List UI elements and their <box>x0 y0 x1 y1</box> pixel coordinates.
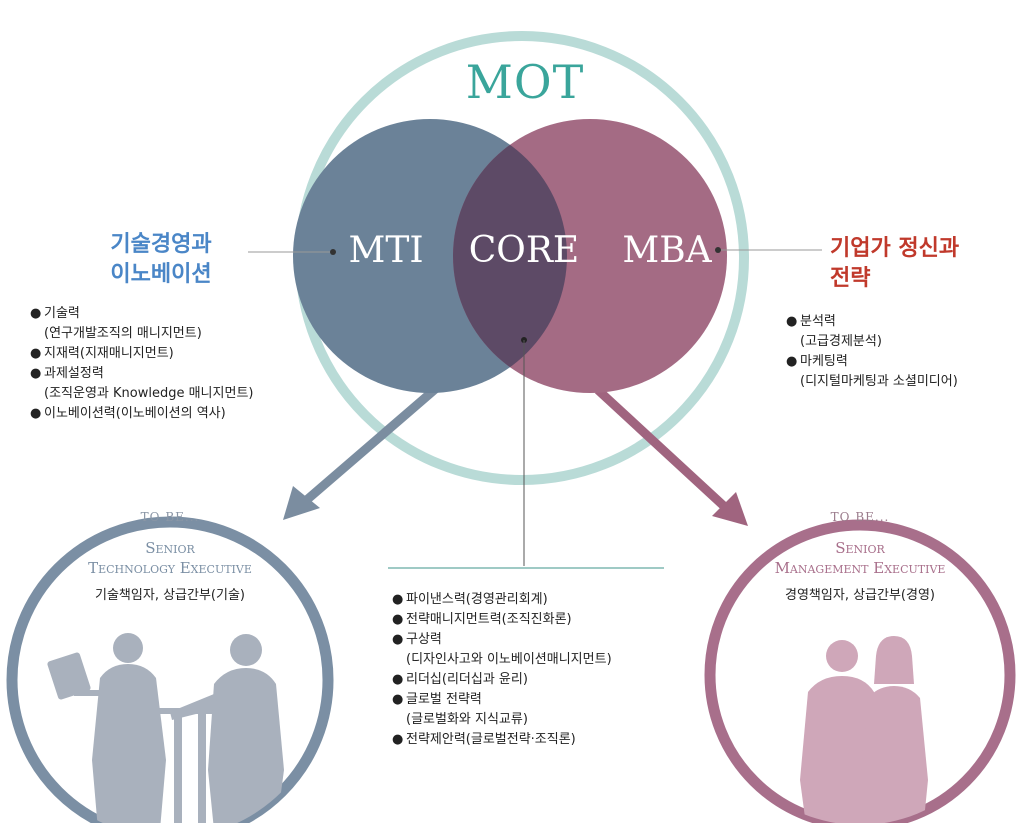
left-skill-list: ●기술력 (연구개발조직의 매니지먼트) ●지재력(지재매니지먼트) ●과제설정… <box>30 304 253 424</box>
mti-connector-dot <box>330 249 336 255</box>
right-heading: 기업가 정신과 전략 <box>830 234 1020 294</box>
left-role-line1: Senior <box>145 539 195 557</box>
list-item: ●기술력 <box>30 306 80 321</box>
mti-label: MTI <box>348 230 424 271</box>
list-item: ●파이낸스력(경영관리회계) <box>392 592 548 607</box>
mba-connector-dot <box>715 247 721 253</box>
mba-label: MBA <box>622 230 712 271</box>
list-item: ●글로벌 전략력 <box>392 692 482 707</box>
left-tobe: TO BE... <box>140 510 200 524</box>
list-item-sub: (글로벌화와 지식교류) <box>406 712 528 727</box>
technology-executive-text: TO BE... Senior Technology Executive 기술책… <box>50 510 290 603</box>
management-silhouette-figures <box>800 636 928 823</box>
arrow-to-management-executive <box>594 386 748 526</box>
left-heading-line1: 기술경영과 <box>110 232 212 257</box>
list-item: ●구상력 <box>392 632 442 647</box>
core-skill-list: ●파이낸스력(경영관리회계) ●전략매니지먼트력(조직진화론) ●구상력 (디자… <box>392 590 612 750</box>
list-item-sub: (고급경제분석) <box>800 334 882 349</box>
left-heading: 기술경영과 이노베이션 <box>86 230 236 290</box>
core-overlap <box>453 119 567 393</box>
right-heading-line1: 기업가 정신과 <box>830 236 960 261</box>
list-item: ●과제설정력 <box>30 366 104 381</box>
left-heading-line2: 이노베이션 <box>110 262 212 287</box>
list-item: ●전략제안력(글로벌전략·조직론) <box>392 732 576 747</box>
list-item: ●전략매니지먼트력(조직진화론) <box>392 612 572 627</box>
right-skill-list: ●분석력 (고급경제분석) ●마케팅력 (디지털마케팅과 소셜미디어) <box>786 312 958 392</box>
list-item: ●마케팅력 <box>786 354 848 369</box>
management-executive-ring <box>704 519 1016 823</box>
left-role-line2: Technology Executive <box>88 559 252 577</box>
right-heading-line2: 전략 <box>830 266 871 291</box>
mot-title: MOT <box>465 55 585 109</box>
technology-silhouette-figures <box>47 633 284 823</box>
right-role-line1: Senior <box>835 539 885 557</box>
core-label: CORE <box>468 230 580 271</box>
list-item-sub: (디자인사고와 이노베이션매니지먼트) <box>406 652 612 667</box>
management-executive-text: TO BE... Senior Management Executive 경영책… <box>738 510 982 603</box>
list-item-sub: (디지털마케팅과 소셜미디어) <box>800 374 958 389</box>
list-item: ●지재력(지재매니지먼트) <box>30 346 174 361</box>
left-role-korean: 기술책임자, 상급간부(기술) <box>95 588 245 603</box>
list-item: ●이노베이션력(이노베이션의 역사) <box>30 406 226 421</box>
list-item: ●리더십(리더십과 윤리) <box>392 672 528 687</box>
right-role-korean: 경영책임자, 상급간부(경영) <box>785 588 935 603</box>
right-role-line2: Management Executive <box>774 559 946 577</box>
right-tobe: TO BE... <box>830 510 890 524</box>
list-item: ●분석력 <box>786 314 836 329</box>
arrow-to-technology-executive <box>283 381 443 520</box>
list-item-sub: (조직운영과 Knowledge 매니지먼트) <box>44 386 254 401</box>
list-item-sub: (연구개발조직의 매니지먼트) <box>44 326 202 341</box>
